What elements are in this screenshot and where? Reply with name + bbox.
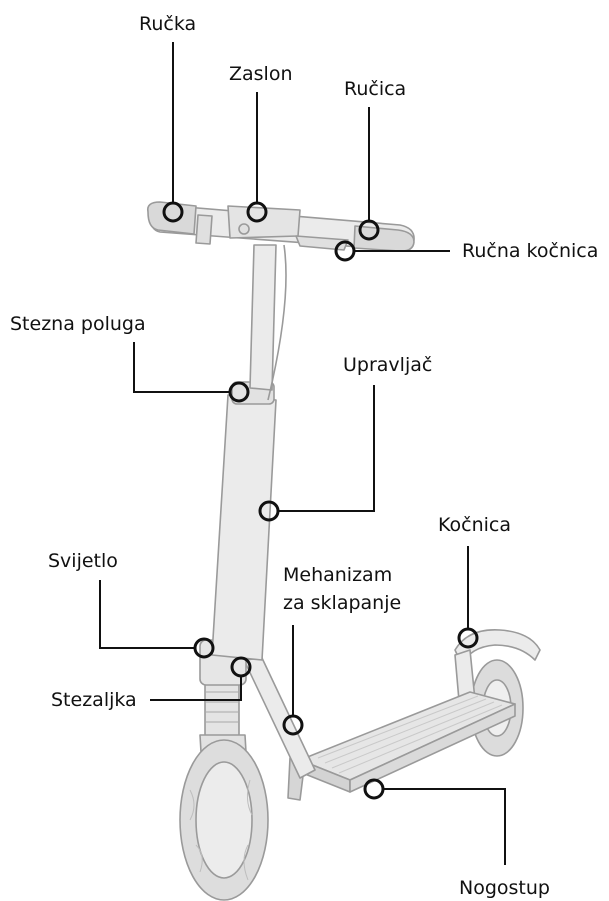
marker-rucica: [360, 221, 378, 239]
marker-kocnica: [459, 629, 477, 647]
label-rucna-kocnica: Ručna kočnica: [462, 239, 598, 263]
marker-nogostup: [365, 780, 383, 798]
callout-line-nogostup: [383, 789, 505, 865]
label-mehanizam-line1: Mehanizam: [283, 563, 392, 587]
callout-line-svjetlo: [100, 580, 195, 648]
callout-line-upravljac: [278, 385, 374, 511]
label-rucka: Ručka: [139, 12, 196, 36]
label-zaslon: Zaslon: [229, 62, 293, 86]
marker-stezna-poluga: [230, 383, 248, 401]
marker-rucka: [164, 203, 182, 221]
marker-zaslon: [248, 203, 266, 221]
label-mehanizam-line2: za sklapanje: [283, 591, 401, 615]
label-stezaljka: Stezaljka: [51, 688, 137, 712]
marker-mehanizam: [284, 716, 302, 734]
label-kocnica: Kočnica: [438, 513, 511, 537]
marker-rucna-kocnica: [336, 242, 354, 260]
marker-svjetlo: [195, 639, 213, 657]
marker-stezaljka: [232, 658, 250, 676]
label-stezna-poluga: Stezna poluga: [10, 312, 146, 336]
label-upravljac: Upravljač: [343, 353, 432, 377]
callout-line-stezaljka: [150, 676, 241, 700]
label-rucica: Ručica: [344, 77, 406, 101]
marker-upravljac: [260, 502, 278, 520]
callout-line-stezna-poluga: [134, 342, 230, 392]
label-nogostup: Nogostup: [459, 876, 550, 900]
label-svjetlo: Svijetlo: [48, 549, 118, 573]
